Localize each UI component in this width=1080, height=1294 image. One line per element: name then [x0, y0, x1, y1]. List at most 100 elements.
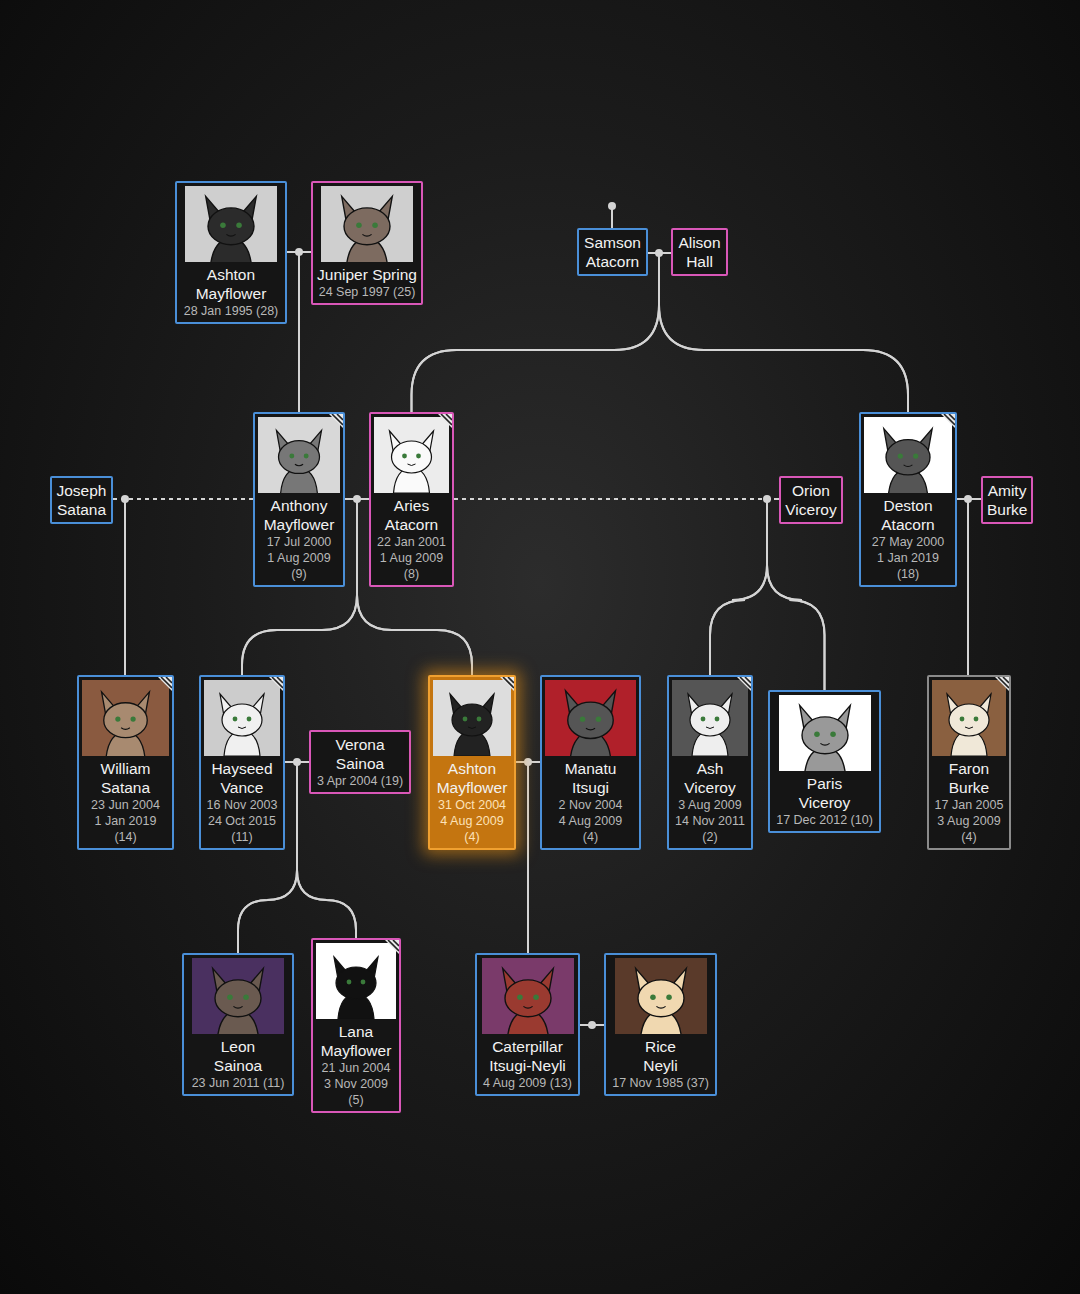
- family-connector: [516, 762, 528, 953]
- connector-line: [527, 762, 529, 953]
- date-text: (18): [864, 566, 952, 582]
- person-box: Amity Burke: [981, 476, 1033, 524]
- portrait: [864, 417, 952, 493]
- deceased-mark: [995, 677, 1009, 691]
- portrait: [192, 958, 284, 1034]
- person-box: Verona Sainoa3 Apr 2004 (19): [309, 730, 411, 794]
- date-text: 23 Jun 2004: [82, 797, 169, 813]
- date-text: 23 Jun 2011 (11): [187, 1075, 289, 1091]
- portrait-art: [374, 417, 449, 493]
- date-text: 2 Nov 2004: [545, 797, 636, 813]
- junction-dot: [295, 248, 303, 256]
- date-text: 1 Aug 2009: [258, 550, 340, 566]
- date-text: 3 Aug 2009: [672, 797, 748, 813]
- date-text: (14): [82, 829, 169, 845]
- date-text: (4): [932, 829, 1006, 845]
- person-name: Hayseed Vance: [204, 759, 280, 797]
- junction-dot: [763, 495, 771, 503]
- person-box: Rice Neyli17 Nov 1985 (37): [604, 953, 717, 1096]
- connector-line: [454, 498, 767, 500]
- person-name: Juniper Spring: [316, 265, 418, 284]
- portrait-art: [779, 695, 871, 771]
- deceased-mark: [941, 414, 955, 428]
- date-text: (4): [545, 829, 636, 845]
- person-box: Alison Hall: [671, 228, 728, 276]
- junction-dot: [121, 495, 129, 503]
- portrait: [204, 680, 280, 756]
- person-name: Rice Neyli: [631, 1037, 691, 1075]
- person-name: Deston Atacorn: [864, 496, 952, 534]
- portrait: [82, 680, 169, 756]
- person-name: Amity Burke: [987, 481, 1027, 519]
- date-text: 1 Aug 2009: [374, 550, 449, 566]
- person-name: Caterpillar Itsugi-Neyli: [480, 1037, 575, 1075]
- date-text: 22 Jan 2001: [374, 534, 449, 550]
- connector-line: [412, 253, 660, 412]
- date-text: 3 Aug 2009: [932, 813, 1006, 829]
- family-connector: [287, 252, 299, 412]
- date-text: 17 Jul 2000: [258, 534, 340, 550]
- person-name: Paris Viceroy: [790, 774, 860, 812]
- portrait-art: [316, 943, 396, 1019]
- person-name: Samson Atacorn: [583, 233, 642, 271]
- portrait: [615, 958, 707, 1034]
- portrait-art: [204, 680, 280, 756]
- deceased-mark: [438, 414, 452, 428]
- person-box: Caterpillar Itsugi-Neyli4 Aug 2009 (13): [475, 953, 580, 1096]
- family-connector: [957, 499, 968, 675]
- connector-line: [298, 252, 300, 412]
- connector-line: [767, 499, 825, 690]
- person-box: Ashton Mayflower28 Jan 1995 (28): [175, 181, 287, 324]
- deceased-mark: [269, 677, 283, 691]
- person-name: Ashton Mayflower: [180, 265, 282, 303]
- connector-line: [454, 498, 767, 500]
- junction-dot: [655, 249, 663, 257]
- portrait-art: [545, 680, 636, 756]
- person-box: Ashton Mayflower31 Oct 20044 Aug 2009(4): [428, 675, 516, 850]
- family-connector: [710, 499, 779, 675]
- date-text: 4 Aug 2009: [545, 813, 636, 829]
- date-text: 24 Sep 1997 (25): [316, 284, 418, 300]
- date-text: 21 Jun 2004: [316, 1060, 396, 1076]
- portrait-art: [433, 680, 511, 756]
- connector-line: [412, 253, 660, 412]
- portrait-art: [482, 958, 574, 1034]
- date-text: 31 Oct 2004: [433, 797, 511, 813]
- deceased-mark: [500, 677, 514, 691]
- family-connector: [454, 499, 825, 690]
- connector-line: [527, 762, 529, 953]
- date-text: 24 Oct 2015: [204, 813, 280, 829]
- connector-line: [298, 252, 300, 412]
- date-text: 16 Nov 2003: [204, 797, 280, 813]
- connector-line: [967, 499, 969, 675]
- date-text: (5): [316, 1092, 396, 1108]
- portrait: [316, 943, 396, 1019]
- deceased-mark: [385, 940, 399, 954]
- person-box: Orion Viceroy: [779, 476, 843, 524]
- family-connector: [659, 253, 908, 412]
- portrait: [932, 680, 1006, 756]
- junction-dot: [588, 1021, 596, 1029]
- family-connector: [454, 499, 767, 675]
- junction-dot: [353, 495, 361, 503]
- family-connector: [648, 253, 908, 412]
- portrait: [321, 186, 413, 262]
- date-text: 1 Jan 2019: [864, 550, 952, 566]
- family-connector: [528, 762, 540, 953]
- person-name: Manatu Itsugi: [545, 759, 636, 797]
- junction-dot: [524, 758, 532, 766]
- deceased-mark: [737, 677, 751, 691]
- portrait: [779, 695, 871, 771]
- person-name: Lana Mayflower: [316, 1022, 396, 1060]
- connector-line: [124, 499, 126, 675]
- portrait: [545, 680, 636, 756]
- person-box: Juniper Spring24 Sep 1997 (25): [311, 181, 423, 305]
- connector-line: [454, 498, 779, 500]
- person-box: Ash Viceroy3 Aug 200914 Nov 2011(2): [667, 675, 753, 850]
- date-text: (8): [374, 566, 449, 582]
- portrait: [672, 680, 748, 756]
- person-box: Deston Atacorn27 May 20001 Jan 2019(18): [859, 412, 957, 587]
- portrait-art: [82, 680, 169, 756]
- family-connector: [412, 253, 660, 412]
